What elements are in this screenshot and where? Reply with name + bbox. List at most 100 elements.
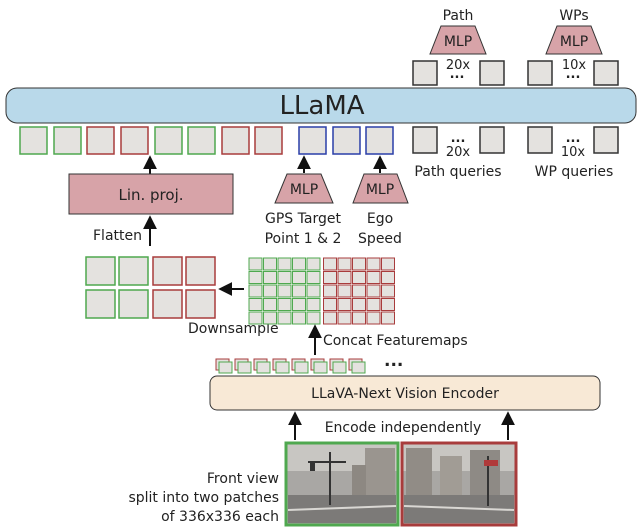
- stacked-token-front: [256, 361, 271, 374]
- path-output-ellipsis: ...: [450, 67, 465, 82]
- input-token-row: [19, 126, 394, 155]
- ds-cell-red: [152, 289, 183, 319]
- mlp-gps-block: [274, 173, 334, 204]
- stacked-token-front: [218, 361, 233, 374]
- stacked-token-front: [351, 361, 366, 374]
- feature-cell-green: [306, 311, 321, 325]
- token-red: [120, 126, 149, 155]
- stacked-token-front: [332, 361, 347, 374]
- wp-query-count: 10x: [561, 145, 586, 160]
- llama-block: [5, 87, 637, 124]
- feature-cell-green: [292, 271, 306, 284]
- feature-cell-red: [337, 284, 352, 298]
- feature-cell-red: [323, 271, 337, 284]
- downsampled-grid: [85, 256, 216, 319]
- feature-cell-green: [263, 271, 277, 284]
- feature-cell-red: [381, 257, 395, 271]
- feature-cell-green: [248, 271, 263, 284]
- left-camera-patch: [284, 441, 400, 527]
- ego-speed-line1: Ego: [367, 211, 393, 227]
- caption-line2: split into two patches: [128, 490, 279, 506]
- feature-cell-red: [337, 311, 352, 325]
- feature-cell-red: [337, 257, 352, 271]
- path-head-title: Path: [443, 8, 474, 24]
- feature-cell-green: [263, 284, 277, 298]
- feature-cell-green: [292, 284, 306, 298]
- feature-cell-green: [248, 257, 263, 271]
- feature-cell-red: [323, 298, 337, 311]
- stacked-token-front: [275, 361, 290, 374]
- feature-cell-red: [323, 311, 337, 325]
- feature-cell-red: [366, 257, 381, 271]
- path-query-cell-1: [412, 126, 438, 154]
- feature-cell-green: [292, 311, 306, 325]
- feature-cell-green: [277, 257, 292, 271]
- feature-cell-green: [248, 311, 263, 325]
- ds-cell-red: [185, 256, 216, 286]
- path-queries: ... 20x Path queries: [412, 126, 505, 180]
- feature-cell-red: [352, 271, 366, 284]
- gps-target-line1: GPS Target: [265, 211, 341, 227]
- feature-cell-green: [263, 311, 277, 325]
- wps-output-count: 10x: [562, 58, 587, 73]
- wps-mlp-label: MLP: [560, 34, 588, 50]
- flatten-label: Flatten: [93, 228, 142, 244]
- wps-head: WPs MLP ... 10x: [527, 8, 619, 86]
- feature-cell-red: [323, 257, 337, 271]
- token-green: [19, 126, 48, 155]
- wps-output-cell-2: [593, 60, 619, 86]
- feature-cell-red: [366, 298, 381, 311]
- gps-target-line2: Point 1 & 2: [265, 231, 342, 247]
- token-blue: [298, 126, 327, 155]
- path-output-cell-2: [479, 60, 505, 86]
- feature-cell-green: [292, 257, 306, 271]
- caption-line1: Front view: [207, 471, 279, 487]
- encode-independently-label: Encode independently: [325, 420, 482, 436]
- wp-query-cell-1: [527, 126, 553, 154]
- stacked-ellipsis: ...: [384, 351, 403, 371]
- feature-cell-green: [306, 298, 321, 311]
- stacked-token-front: [294, 361, 309, 374]
- ego-speed-line2: Speed: [358, 231, 402, 247]
- token-blue: [365, 126, 394, 155]
- ds-cell-green: [85, 256, 116, 286]
- token-green: [187, 126, 216, 155]
- path-output-count: 20x: [446, 58, 471, 73]
- feature-cell-green: [277, 298, 292, 311]
- downsample-label: Downsample: [188, 321, 279, 337]
- ds-cell-green: [118, 256, 149, 286]
- mlp-gps-label: MLP: [290, 182, 318, 198]
- caption-line3: of 336x336 each: [161, 509, 279, 525]
- feature-map-grid: [248, 257, 395, 325]
- token-red: [86, 126, 115, 155]
- wps-output-ellipsis: ...: [566, 67, 581, 82]
- mlp-ego-label: MLP: [366, 182, 394, 198]
- path-queries-label: Path queries: [414, 164, 501, 180]
- feature-cell-green: [292, 298, 306, 311]
- token-red: [254, 126, 283, 155]
- feature-cell-green: [263, 257, 277, 271]
- feature-cell-green: [263, 298, 277, 311]
- feature-cell-red: [337, 271, 352, 284]
- stacked-token-front: [237, 361, 252, 374]
- linproj-block: [68, 173, 234, 215]
- feature-cell-green: [277, 284, 292, 298]
- feature-cell-green: [277, 271, 292, 284]
- feature-cell-red: [381, 311, 395, 325]
- feature-cell-green: [306, 284, 321, 298]
- token-red: [221, 126, 250, 155]
- feature-cell-green: [248, 298, 263, 311]
- feature-cell-green: [277, 311, 292, 325]
- path-mlp-block: [429, 25, 487, 55]
- vision-encoder-block: [209, 375, 601, 411]
- feature-cell-red: [352, 298, 366, 311]
- feature-cell-red: [381, 298, 395, 311]
- feature-cell-red: [381, 271, 395, 284]
- stacked-feature-tokens: [215, 358, 366, 374]
- linproj-label: Lin. proj.: [118, 186, 183, 204]
- wps-head-title: WPs: [559, 8, 588, 24]
- token-green: [154, 126, 183, 155]
- feature-cell-red: [352, 311, 366, 325]
- feature-cell-red: [337, 298, 352, 311]
